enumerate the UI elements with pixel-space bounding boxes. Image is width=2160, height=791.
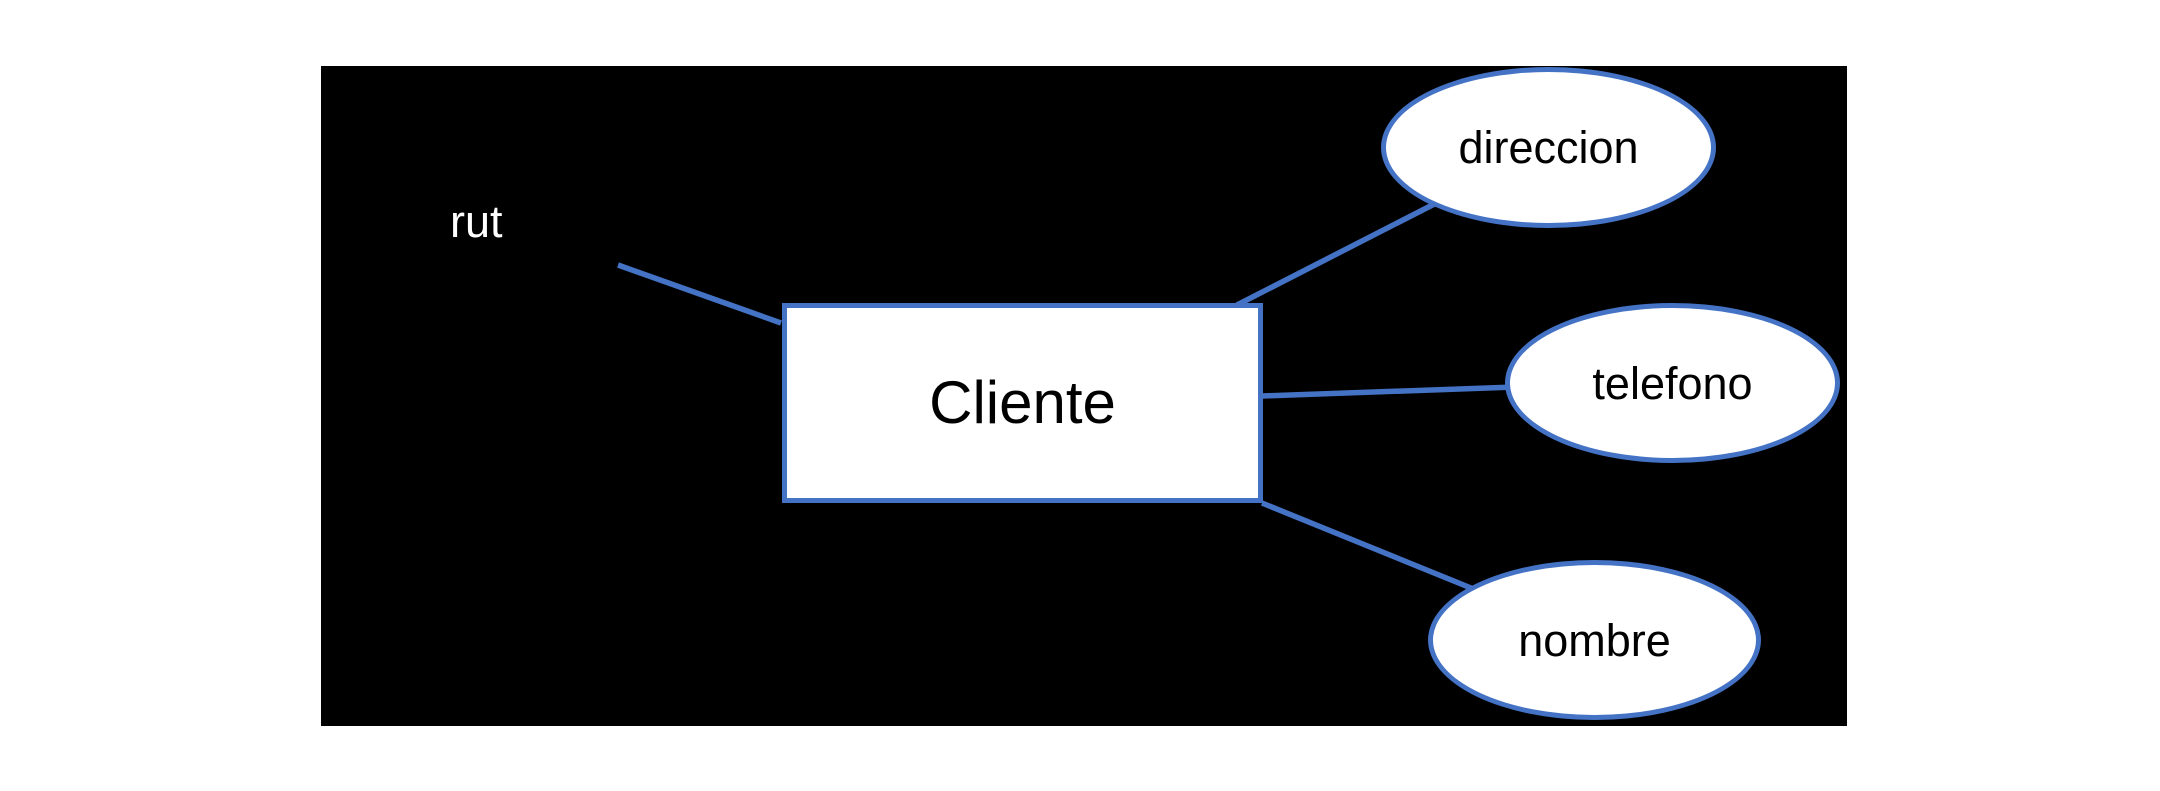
attribute-telefono-ellipse: telefono xyxy=(1505,303,1840,463)
attribute-direccion-label: direccion xyxy=(1458,122,1639,173)
attribute-direccion-ellipse: direccion xyxy=(1381,67,1716,228)
entity-cliente-label: Cliente xyxy=(929,369,1116,436)
entity-cliente: Cliente xyxy=(782,303,1263,503)
attribute-rut-label: rut xyxy=(450,196,503,247)
attribute-nombre-label: nombre xyxy=(1518,614,1671,666)
attribute-telefono-label: telefono xyxy=(1592,357,1753,409)
attribute-nombre-ellipse: nombre xyxy=(1428,560,1761,720)
